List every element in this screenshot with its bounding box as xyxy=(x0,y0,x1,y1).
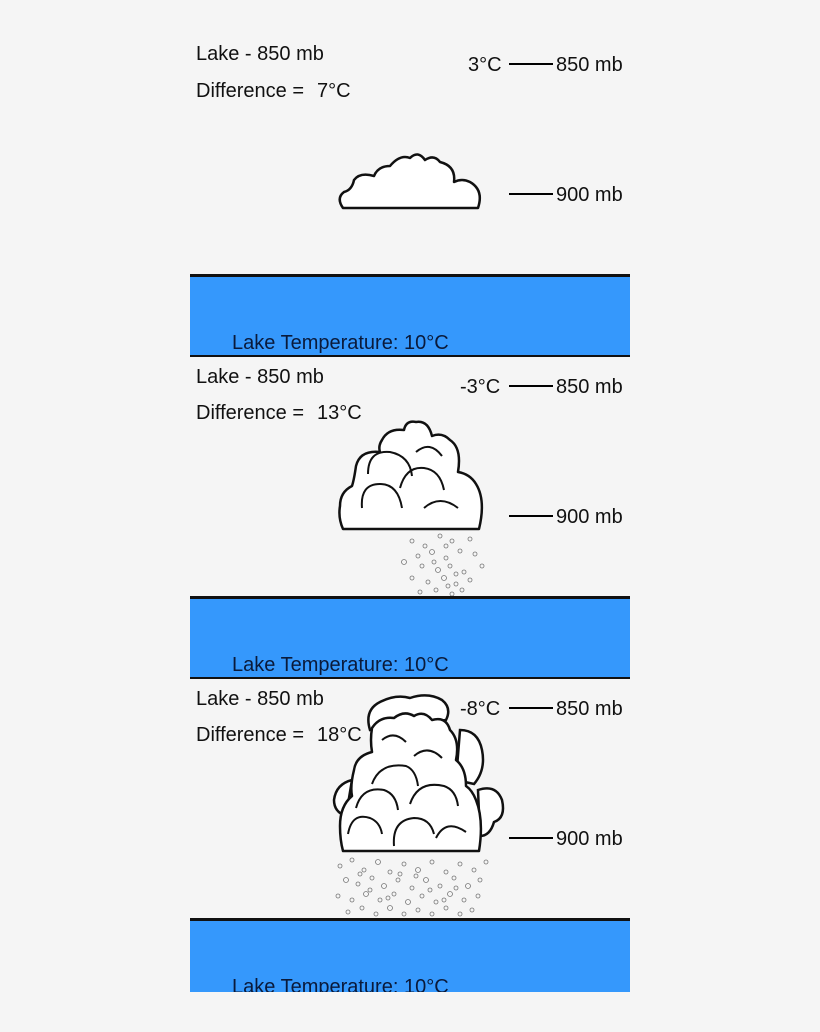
lake-temperature-label: Lake Temperature: 10°C xyxy=(232,976,449,992)
level-850-line xyxy=(509,385,553,387)
lake-minus-850-label: Lake - 850 mb xyxy=(196,366,324,388)
level-850-line xyxy=(509,63,553,65)
lake-minus-850-label: Lake - 850 mb xyxy=(196,688,324,710)
lake-temperature-label: Lake Temperature: 10°C xyxy=(232,654,449,676)
difference-value: 7°C xyxy=(317,80,351,102)
level-900-label: 900 mb xyxy=(556,184,623,206)
temp-850-value: -8°C xyxy=(460,698,501,720)
difference-label: Difference = xyxy=(196,402,305,424)
lake-2: Lake Temperature: 10°C xyxy=(190,596,630,679)
difference-value: 13°C xyxy=(317,402,362,424)
difference-label: Difference = xyxy=(196,80,305,102)
temp-850-value: -3°C xyxy=(460,376,501,398)
difference-label: Difference = xyxy=(196,724,305,746)
lake-minus-850-label: Lake - 850 mb xyxy=(196,43,324,65)
level-850-label: 850 mb xyxy=(556,376,623,398)
towering-cloud-icon xyxy=(332,694,505,917)
level-850-label: 850 mb xyxy=(556,54,623,76)
heavy-snow-particles xyxy=(335,857,489,917)
snow-particles xyxy=(401,533,485,597)
level-900-label: 900 mb xyxy=(556,506,623,528)
small-cloud-icon xyxy=(338,153,481,210)
level-850-label: 850 mb xyxy=(556,698,623,720)
level-850-line xyxy=(509,707,553,709)
temp-850-value: 3°C xyxy=(468,54,502,76)
level-900-line xyxy=(509,515,553,517)
level-900-label: 900 mb xyxy=(556,828,623,850)
lake-1: Lake Temperature: 10°C xyxy=(190,274,630,357)
lake-3: Lake Temperature: 10°C xyxy=(190,918,630,992)
level-900-line xyxy=(509,837,553,839)
level-900-line xyxy=(509,193,553,195)
difference-value: 18°C xyxy=(317,724,362,746)
medium-cloud-icon xyxy=(338,420,485,597)
lake-temperature-label: Lake Temperature: 10°C xyxy=(232,332,449,354)
